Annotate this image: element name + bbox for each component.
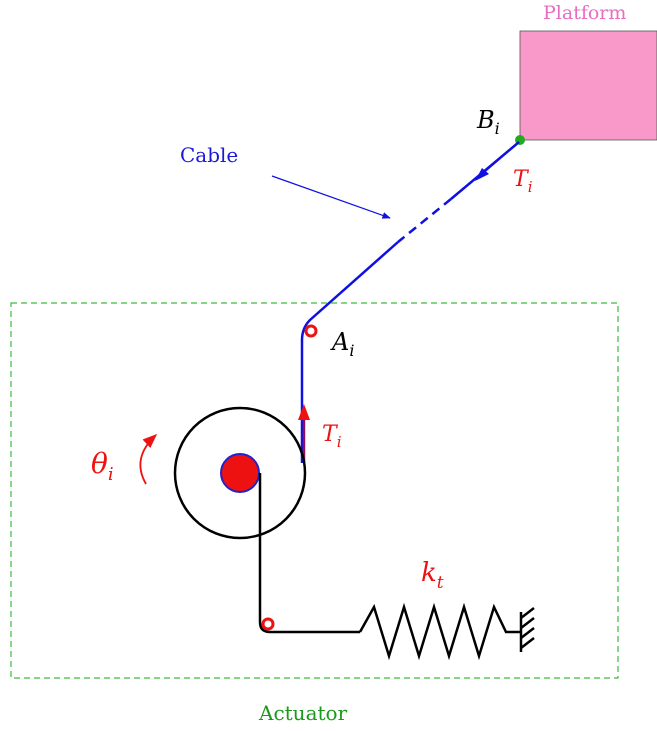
rotation-arrow: [139, 434, 158, 485]
spring-wire: [258, 473, 360, 634]
actuator-label: Actuator: [258, 701, 348, 725]
drum-hub: [220, 453, 260, 493]
platform-tension-label: Ti: [513, 167, 533, 196]
spring-pulley: [261, 617, 275, 631]
cable-dashed-section: [397, 198, 452, 243]
spring-constant-label: kt: [421, 558, 444, 593]
platform-label: Platform: [543, 2, 626, 24]
pulley-a-label: Ai: [330, 328, 354, 360]
cable-upper-segment: [450, 141, 520, 200]
ground-icon: [519, 607, 535, 652]
platform-body: [519, 30, 657, 141]
rotation-angle-label: θi: [91, 447, 114, 485]
drum-tension-arrowhead: [298, 404, 310, 420]
cable-pointer-arrow: [271, 175, 391, 219]
cable-label: Cable: [180, 143, 238, 167]
torsion-spring: [358, 602, 521, 661]
drum-outer: [173, 406, 307, 540]
anchor-b-label: Bi: [476, 106, 500, 138]
drum-tension-label: Ti: [322, 422, 342, 451]
pulley-a: [304, 324, 318, 338]
cable-arrowhead: [475, 168, 489, 181]
cable-lower-segment: [300, 241, 399, 463]
actuator-box: [10, 302, 619, 679]
